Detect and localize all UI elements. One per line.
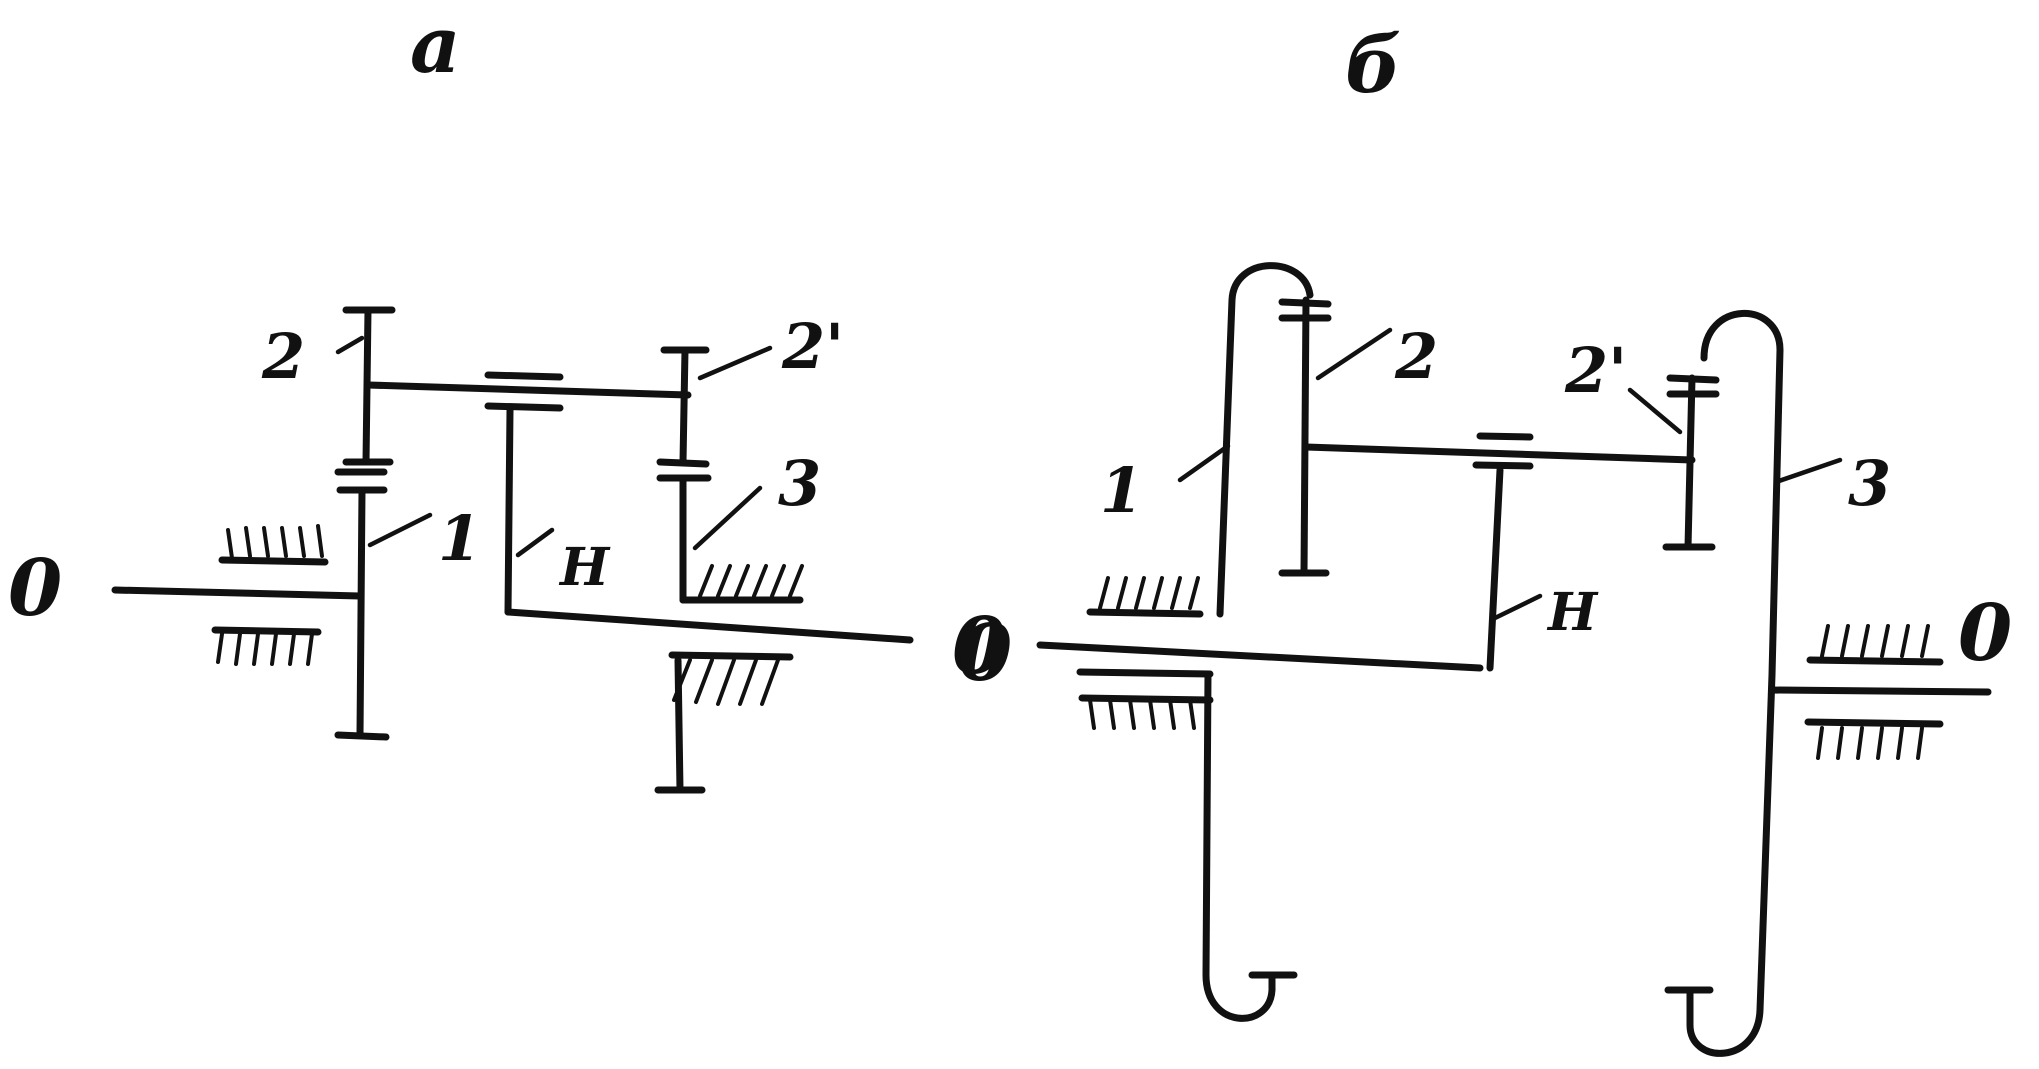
scheme-a-gear-3	[679, 476, 804, 604]
scheme-b-input-shaft	[1036, 641, 1484, 672]
scheme-b-axis-right-label: 0	[1958, 588, 2012, 679]
scheme-a-label-1: 1	[438, 502, 481, 575]
scheme-b-label-1: 1	[1100, 454, 1143, 527]
scheme-a-label-2p: 2'	[781, 310, 844, 383]
scheme-a-gear-1	[334, 468, 390, 741]
scheme-b-output-shaft	[1768, 686, 1992, 696]
scheme-a-labels: 2 2' 1 H 3	[261, 310, 844, 598]
scheme-b-satellite-axis	[1302, 443, 1696, 464]
scheme-a-satellite-axis	[364, 381, 692, 399]
scheme-a-bearing-right	[654, 651, 794, 794]
scheme-a-axis-right-label: 0	[952, 601, 1006, 692]
scheme-b-bearing-left	[1076, 576, 1214, 730]
scheme-b-gear-2p	[1662, 374, 1720, 551]
scheme-a: a 0 0	[8, 0, 1006, 794]
scheme-b: б 0 0	[958, 20, 2012, 1057]
scheme-b-label-3: 3	[1848, 447, 1891, 520]
scheme-b-axis-left-label: 0	[958, 608, 1012, 699]
scheme-a-caption: a	[410, 0, 461, 91]
scheme-a-label-h: H	[558, 537, 611, 598]
scheme-b-gear-2	[1278, 296, 1332, 577]
scheme-a-carrier-bearing	[484, 371, 564, 412]
scheme-b-caption: б	[1345, 20, 1401, 111]
scheme-b-label-2: 2	[1394, 320, 1438, 393]
scheme-b-labels: 2 2' 1 H 3	[1100, 320, 1891, 643]
scheme-b-gear-1	[1202, 262, 1314, 1022]
scheme-b-label-2p: 2'	[1564, 334, 1627, 407]
scheme-b-carrier-h	[1486, 466, 1504, 672]
scheme-b-gear-3	[1664, 310, 1784, 1057]
scheme-b-bearing-right	[1804, 624, 1944, 760]
scheme-b-carrier-bearing	[1472, 432, 1534, 470]
scheme-a-gear-2p	[656, 346, 712, 482]
scheme-b-label-h: H	[1546, 582, 1599, 643]
scheme-a-axis-left-label: 0	[8, 543, 62, 634]
scheme-a-label-2: 2	[261, 320, 305, 393]
scheme-a-label-3: 3	[778, 447, 821, 520]
scheme-a-carrier-h	[504, 406, 914, 644]
scheme-a-bearing-left	[211, 524, 329, 666]
scheme-a-input-shaft	[111, 586, 364, 600]
